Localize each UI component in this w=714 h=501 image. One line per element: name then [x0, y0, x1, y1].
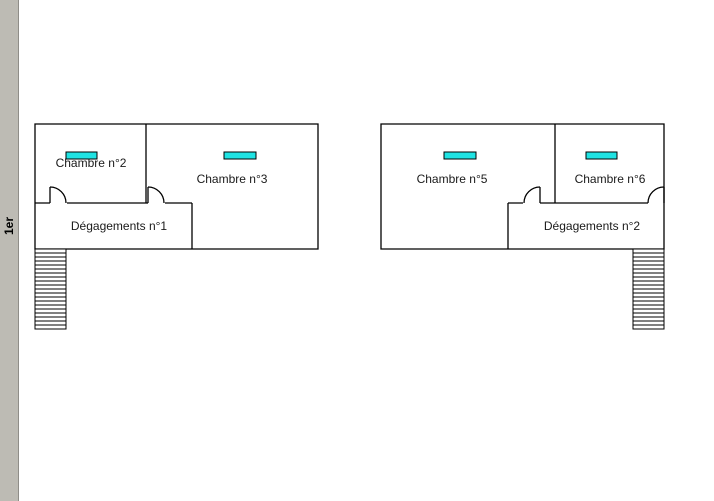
window-icon: [65, 151, 98, 160]
wall: [35, 202, 193, 249]
room-label-degagements-2: Dégagements n°2: [544, 219, 641, 233]
floor-tab[interactable]: 1er: [0, 0, 19, 501]
stairs-icon: [632, 248, 665, 330]
room-label-chambre-6: Chambre n°6: [575, 172, 646, 186]
door-icon: [147, 186, 165, 204]
door-icon: [523, 186, 541, 204]
room-label-chambre-3: Chambre n°3: [197, 172, 268, 186]
window-icon: [585, 151, 618, 160]
door-icon: [647, 186, 665, 204]
window-icon: [443, 151, 477, 160]
window-icon: [223, 151, 257, 160]
door-icon: [49, 186, 67, 204]
room-label-chambre-2: Chambre n°2: [56, 156, 127, 170]
room-label-degagements-1: Dégagements n°1: [71, 219, 168, 233]
wall: [507, 202, 555, 249]
outer-wall: [34, 123, 319, 250]
unit-left: [34, 123, 319, 250]
stairs-icon: [34, 248, 67, 330]
room-label-chambre-5: Chambre n°5: [417, 172, 488, 186]
